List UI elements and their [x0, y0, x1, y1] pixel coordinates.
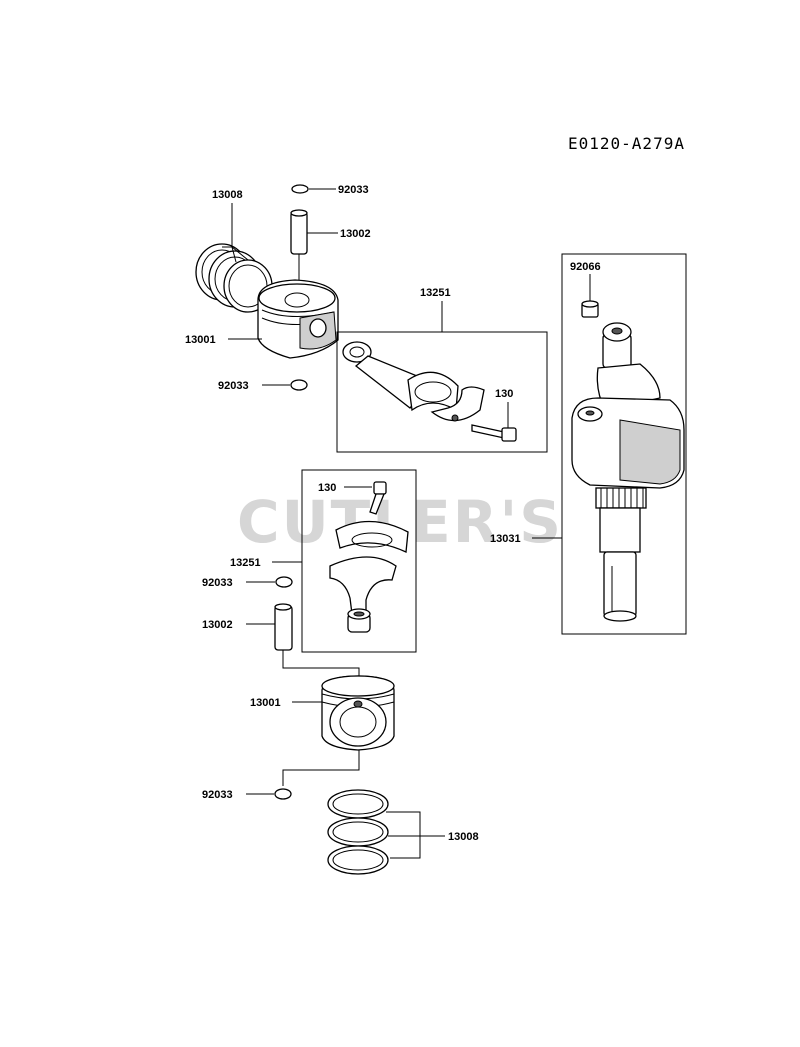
label-piston-ring-set-b[interactable]: 13008: [448, 831, 479, 843]
piston-pin-a[interactable]: [290, 209, 308, 255]
snap-ring-a-low[interactable]: [290, 379, 308, 391]
label-piston-a[interactable]: 13001: [185, 334, 216, 346]
piston-b[interactable]: [321, 675, 395, 751]
label-piston-ring-set-a[interactable]: 13008: [212, 189, 243, 201]
piston-a[interactable]: [257, 279, 339, 359]
snap-ring-b-low[interactable]: [274, 788, 292, 800]
bolt-b[interactable]: [369, 481, 387, 515]
label-conrod-b[interactable]: 13251: [230, 557, 261, 569]
label-snap-ring-a-low[interactable]: 92033: [218, 380, 249, 392]
label-snap-ring-b[interactable]: 92033: [202, 577, 233, 589]
leader-pin-b-down: [282, 650, 360, 678]
piston-ring-set-b[interactable]: [327, 789, 389, 875]
label-plug-crank[interactable]: 92066: [570, 261, 601, 273]
label-bolt-b[interactable]: 130: [318, 482, 336, 494]
label-piston-b[interactable]: 13001: [250, 697, 281, 709]
snap-ring-top[interactable]: [291, 184, 309, 194]
label-bolt-a[interactable]: 130: [495, 388, 513, 400]
label-crankshaft[interactable]: 13031: [490, 533, 521, 545]
plug-crank[interactable]: [581, 300, 599, 318]
leader-snap-ring-b-low-up: [282, 750, 360, 786]
leader-ring-b: [386, 811, 421, 859]
label-snap-ring-top[interactable]: 92033: [338, 184, 369, 196]
bolt-a[interactable]: [471, 424, 517, 442]
label-snap-ring-b-low[interactable]: 92033: [202, 789, 233, 801]
piston-pin-b[interactable]: [274, 603, 293, 651]
label-conrod-a[interactable]: 13251: [420, 287, 451, 299]
conrod-b-box: [301, 469, 417, 653]
crankshaft[interactable]: [571, 322, 685, 622]
diagram-reference-code: E0120-A279A: [568, 134, 685, 153]
leader-ring-a-branch-2: [231, 246, 237, 263]
snap-ring-b[interactable]: [275, 576, 293, 588]
conrod-b[interactable]: [329, 520, 409, 633]
conrod-a[interactable]: [342, 341, 485, 422]
label-piston-pin-b[interactable]: 13002: [202, 619, 233, 631]
crankshaft-box: [561, 253, 687, 635]
label-piston-pin-a[interactable]: 13002: [340, 228, 371, 240]
